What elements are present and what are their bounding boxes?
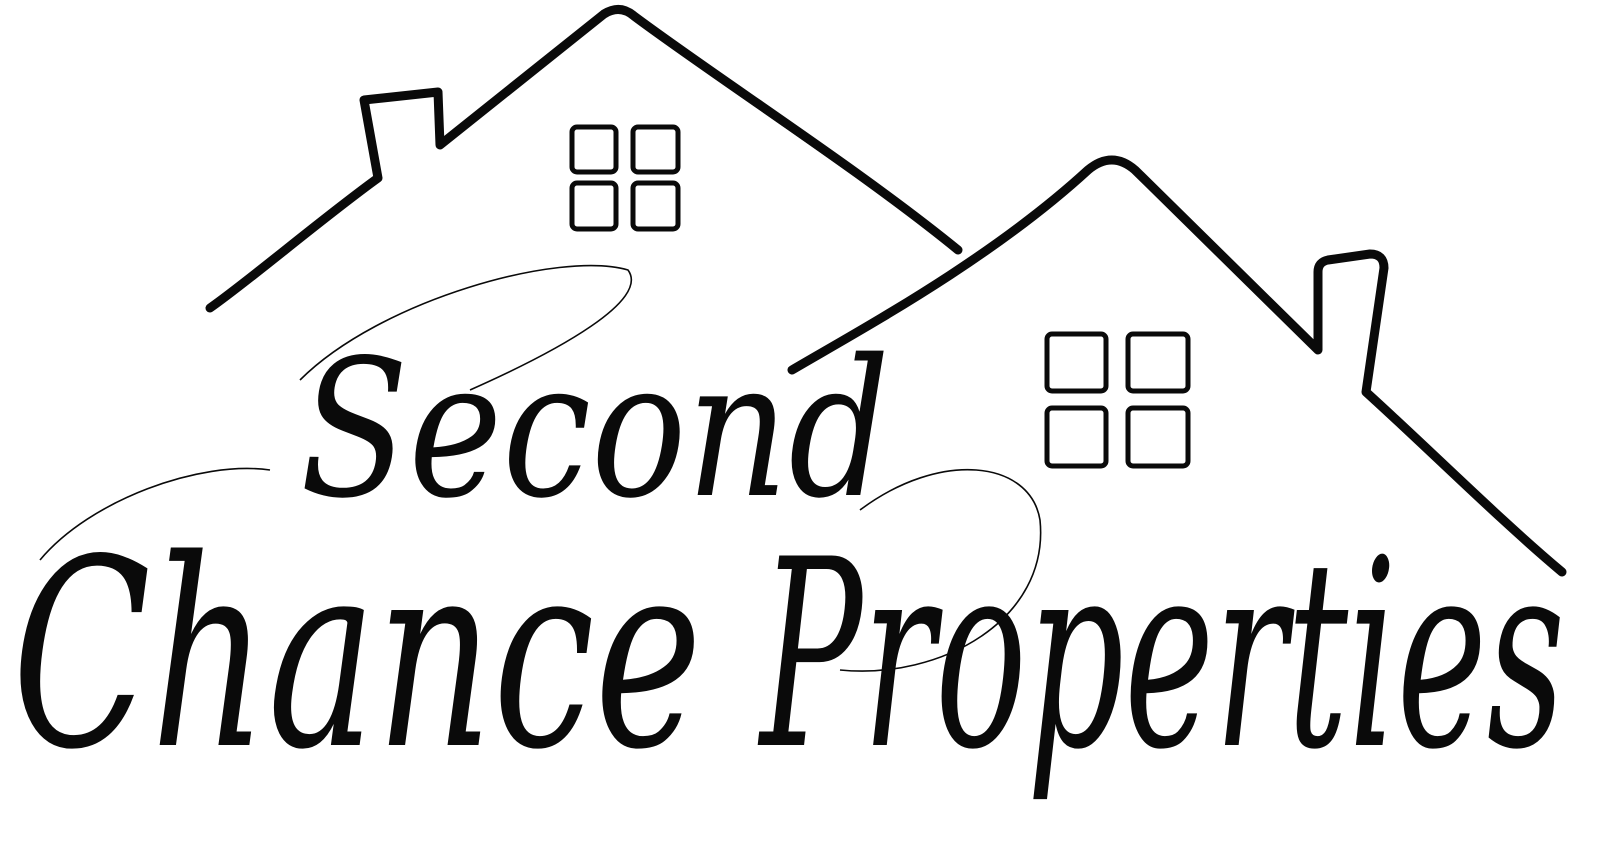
left-house-roof-icon [205, 5, 963, 313]
logo-word-chance: Chance [12, 505, 702, 807]
logo-text-chance: Chance [12, 505, 702, 807]
brush-swash-decoration [39, 264, 1042, 672]
logo-text-properties: Properties [758, 505, 1565, 807]
logo-word-properties: Properties [758, 505, 1565, 807]
logo-word-second: Second [300, 319, 890, 540]
right-house-roof-icon [787, 155, 1567, 577]
logo-text-second: Second [300, 319, 890, 540]
right-house-window-icon [1044, 331, 1191, 469]
left-house-window-icon [569, 124, 681, 232]
